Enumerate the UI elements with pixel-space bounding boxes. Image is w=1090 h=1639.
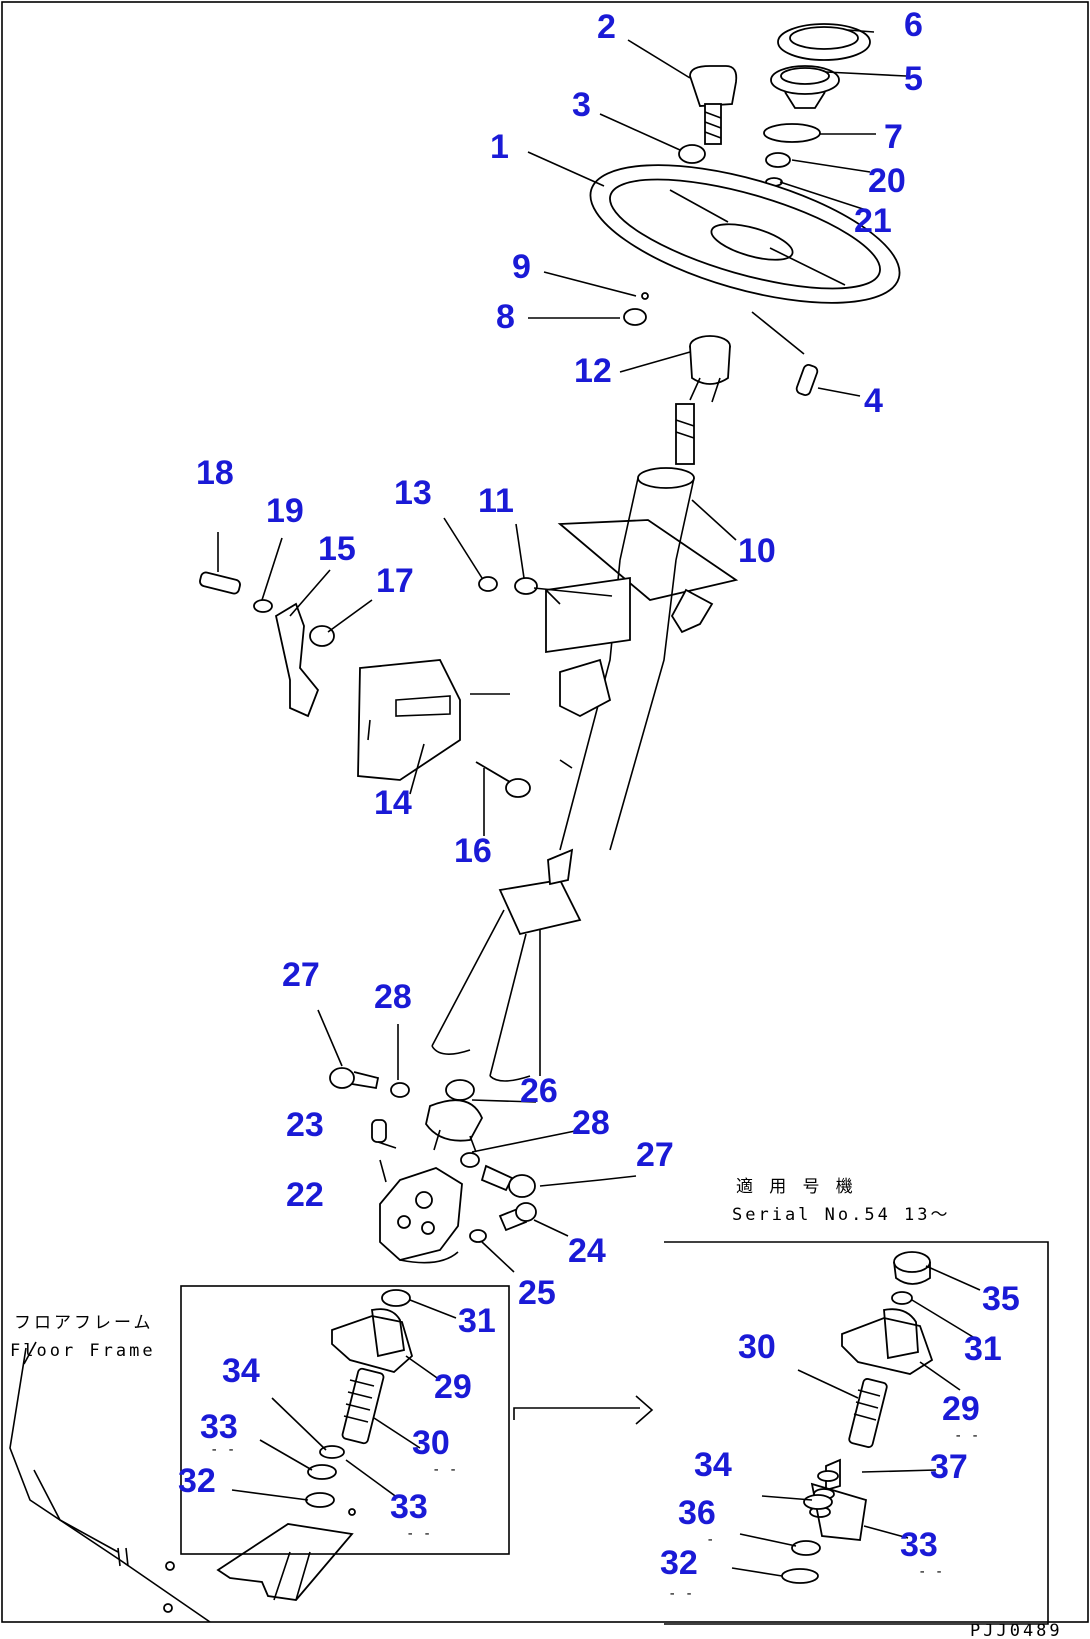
label-part-11: 11 xyxy=(478,482,514,520)
label-part-29-left: 29 xyxy=(434,1368,472,1406)
label-part-13: 13 xyxy=(394,474,432,512)
part-number-labels: 2 6 5 3 7 1 20 21 9 8 12 4 18 13 11 19 1… xyxy=(178,6,1020,1602)
label-part-30-left: 30 xyxy=(412,1424,450,1462)
label-part-14: 14 xyxy=(374,784,412,822)
svg-text:- -: - - xyxy=(432,1462,457,1478)
detail-box-right xyxy=(664,1241,1049,1625)
label-part-10: 10 xyxy=(738,532,776,570)
notes: 適 用 号 機 Serial No.54 13～ フロアフレーム Floor F… xyxy=(10,1177,1063,1639)
label-part-30-right: 30 xyxy=(738,1328,776,1366)
serial-detail-right xyxy=(781,1251,934,1584)
svg-text:- -: - - xyxy=(210,1442,235,1458)
label-part-15: 15 xyxy=(318,530,356,568)
label-part-24: 24 xyxy=(568,1232,606,1270)
note-floor-frame-en: Floor Frame xyxy=(10,1341,156,1361)
label-part-8: 8 xyxy=(496,298,515,336)
label-part-2: 2 xyxy=(597,8,616,46)
label-part-7: 7 xyxy=(884,118,903,156)
label-part-35: 35 xyxy=(982,1280,1020,1318)
floor-frame-edge xyxy=(9,1341,211,1623)
label-part-32-left: 32 xyxy=(178,1462,216,1500)
note-floor-frame-jp: フロアフレーム xyxy=(14,1313,154,1333)
svg-text:- -: - - xyxy=(668,1586,693,1602)
label-part-31-left: 31 xyxy=(458,1302,496,1340)
label-part-31-right: 31 xyxy=(964,1330,1002,1368)
label-part-19: 19 xyxy=(266,492,304,530)
leader-lines-detail-right xyxy=(731,1265,981,1577)
leader-lines-top xyxy=(527,29,907,397)
label-part-36: 36 xyxy=(678,1494,716,1532)
label-part-18: 18 xyxy=(196,454,234,492)
label-part-12: 12 xyxy=(574,352,612,390)
label-part-28-right: 28 xyxy=(572,1104,610,1142)
label-part-27-left: 27 xyxy=(282,956,320,994)
label-part-16: 16 xyxy=(454,832,492,870)
label-part-33-right: 33 xyxy=(900,1526,938,1564)
svg-text:- -: - - xyxy=(406,1526,431,1542)
drawing-code: PJJ0489 xyxy=(970,1621,1063,1639)
label-part-33-left-bottom: 33 xyxy=(390,1488,428,1526)
floor-frame-detail-left xyxy=(216,1289,414,1601)
tilt-lever-group xyxy=(199,571,538,798)
label-part-17: 17 xyxy=(376,562,414,600)
svg-text:-: - xyxy=(706,1532,714,1548)
label-part-26: 26 xyxy=(520,1072,558,1110)
label-part-20: 20 xyxy=(868,162,906,200)
note-applicable-serial-en: Serial No.54 13～ xyxy=(732,1205,951,1225)
label-part-9: 9 xyxy=(512,248,531,286)
svg-text:- -: - - xyxy=(954,1428,979,1444)
label-part-4: 4 xyxy=(864,382,883,420)
leader-lines-detail-left xyxy=(231,1299,457,1501)
detail-box-left xyxy=(180,1285,510,1555)
label-part-25: 25 xyxy=(518,1274,556,1312)
label-part-22: 22 xyxy=(286,1176,324,1214)
label-part-23: 23 xyxy=(286,1106,324,1144)
label-part-21: 21 xyxy=(854,202,892,240)
label-part-37: 37 xyxy=(930,1448,968,1486)
detail-arrow-head xyxy=(635,1395,654,1425)
steering-column-group xyxy=(431,403,739,1082)
note-applicable-serial-jp: 適 用 号 機 xyxy=(736,1177,856,1197)
label-part-1: 1 xyxy=(490,128,509,166)
svg-text:- -: - - xyxy=(918,1564,943,1580)
label-part-3: 3 xyxy=(572,86,591,124)
label-part-34-left: 34 xyxy=(222,1352,260,1390)
leader-lines-middle xyxy=(217,499,737,836)
label-part-28-top: 28 xyxy=(374,978,412,1016)
detail-arrow-line xyxy=(513,1407,640,1420)
label-part-29-right: 29 xyxy=(942,1390,980,1428)
label-part-33-left-top: 33 xyxy=(200,1408,238,1446)
label-part-5: 5 xyxy=(904,60,923,98)
leader-lines-bottom xyxy=(317,1009,637,1273)
label-part-6: 6 xyxy=(904,6,923,44)
universal-joint-group xyxy=(329,1067,537,1261)
steering-wheel-group xyxy=(589,23,901,403)
label-part-32-right: 32 xyxy=(660,1544,698,1582)
label-part-27-right: 27 xyxy=(636,1136,674,1174)
label-part-34-right: 34 xyxy=(694,1446,732,1484)
